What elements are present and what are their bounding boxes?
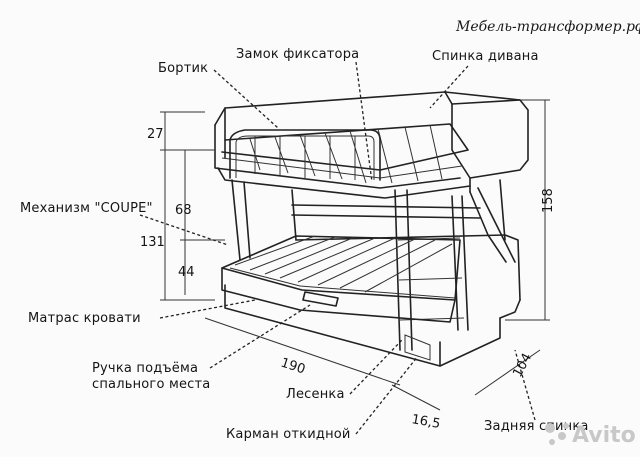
dim-16-5: 16,5 [410, 412, 441, 432]
cross-bar-1 [291, 204, 481, 209]
upper-side-rail [229, 129, 381, 181]
label-zadnyaya-spinka: Задняя спинка [484, 419, 589, 434]
label-matras: Матрас кровати [28, 311, 141, 326]
ladder-rail-left [394, 189, 401, 351]
dim-190-line [204, 317, 401, 386]
upper-back-top-seam [451, 99, 521, 105]
watermark-text: Avito [572, 423, 636, 448]
label-lesenka: Лесенка [286, 387, 345, 402]
label-mechanism: Механизм "COUPE" [20, 201, 153, 216]
dim-104-line [474, 349, 541, 396]
pocket [404, 334, 431, 361]
avito-watermark: Avito [545, 423, 636, 448]
right-hinge-arm-2 [477, 187, 516, 263]
upper-rail-slats [254, 136, 356, 180]
sofa-base [224, 284, 501, 367]
leader-zadnyaya-spinka [514, 349, 536, 421]
ladder-rail-far [451, 195, 459, 331]
lower-mattress-top [221, 235, 461, 301]
leader-mechanism [139, 214, 229, 246]
ladder-rail-far-2 [461, 195, 469, 331]
label-bortik: Бортик [158, 61, 208, 76]
leader-zamok [355, 61, 373, 183]
dim-190: 190 [279, 356, 307, 378]
base-right [499, 299, 521, 319]
watermark-dot-2 [558, 432, 566, 440]
dim-158-ticks [505, 99, 550, 321]
ladder-rail-right [406, 189, 413, 351]
dim-68: 68 [175, 203, 192, 218]
upper-side-rail-inner [235, 135, 375, 180]
dim-131: 131 [140, 235, 165, 250]
label-karman: Карман откидной [226, 427, 351, 442]
watermark-dot-4 [563, 423, 569, 429]
lower-bed [221, 234, 521, 367]
leader-lines [139, 61, 536, 435]
right-hinge-arm [469, 191, 507, 263]
label-ruchka-line2: спального места [92, 377, 210, 392]
mechanism-frame [231, 179, 516, 351]
left-front-post-2 [243, 181, 251, 259]
dim-158: 158 [541, 188, 556, 213]
lower-mattress-quilting [229, 235, 456, 299]
leader-karman [355, 355, 419, 435]
dim-104: 104 [510, 351, 535, 380]
brand-site: Мебель-трансформер.рф [455, 19, 640, 35]
upper-bunk [214, 91, 529, 199]
upper-mattress-front [214, 124, 461, 189]
leader-spinka-divana [429, 65, 469, 109]
left-front-post [231, 179, 241, 261]
right-rear-post [499, 179, 506, 241]
dimension-lines [160, 99, 550, 411]
label-ruchka-line1: Ручка подъёма [92, 361, 198, 376]
upper-back-cushion [214, 91, 529, 193]
upper-mattress-top [221, 123, 469, 171]
lower-back-wall [295, 234, 521, 301]
upper-frame-bottom [217, 167, 471, 199]
dim-44: 44 [178, 265, 195, 280]
label-zamok: Замок фиксатора [236, 47, 359, 62]
dim-ticks-left [160, 111, 215, 301]
label-spinka-divana: Спинка дивана [432, 49, 539, 64]
lift-handle [302, 291, 339, 307]
lower-mattress-front [221, 267, 456, 323]
leader-matras [159, 299, 256, 319]
dim-16_5-line [391, 384, 441, 411]
leader-bortik [213, 69, 279, 129]
upper-mattress-quilting [221, 124, 463, 184]
watermark-dot-3 [549, 439, 555, 445]
leader-lesenka [349, 339, 403, 395]
cross-bar-2 [291, 214, 481, 219]
watermark-dot-1 [545, 423, 555, 433]
dim-27: 27 [147, 127, 164, 142]
